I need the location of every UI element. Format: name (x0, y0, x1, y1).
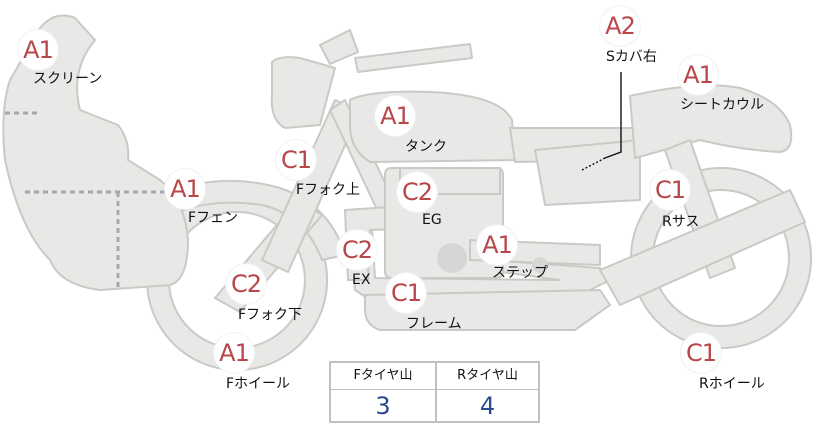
fork-upper-label: Fフォク上 (296, 182, 361, 198)
fork-upper-grade-badge: C1 (276, 140, 316, 180)
headlight-shape (270, 56, 336, 129)
fork-lower-label: Fフォク下 (238, 307, 303, 323)
screen-shape (2, 14, 189, 291)
screen-grade-badge: A1 (18, 30, 58, 70)
engine-label: EG (422, 212, 442, 228)
step-grade-badge: A1 (477, 225, 517, 265)
step-label: ステップ (492, 265, 548, 281)
front-tread-header: Fタイヤ山 (353, 368, 413, 383)
seat-cowl-grade-badge: A1 (678, 55, 718, 95)
exhaust-grade-badge: C2 (337, 230, 377, 270)
fork-lower-grade-badge: C2 (226, 264, 266, 304)
side-cover-label: Sカバ右 (606, 49, 657, 65)
handlebar-shape (319, 29, 359, 65)
rear-susp-label: Rサス (662, 214, 700, 230)
front-wheel-label: Fホイール (226, 376, 291, 392)
front-wheel-grade-badge: A1 (214, 333, 254, 373)
exhaust-label: EX (352, 272, 371, 288)
rear-susp-grade-badge: C1 (650, 170, 690, 210)
fender-grade-badge: A1 (165, 169, 205, 209)
engine-grade-badge: C2 (397, 172, 437, 212)
rear-wheel-label: Rホイール (699, 376, 765, 392)
engine-cover-shape (437, 243, 467, 273)
seat-cowl-label: シートカウル (680, 97, 764, 113)
tank-label: タンク (405, 139, 447, 155)
tank-grade-badge: A1 (375, 96, 415, 136)
sidecover-leader-dash (581, 157, 606, 171)
rear-wheel-grade-badge: C1 (681, 333, 721, 373)
rear-tread-value: 4 (479, 392, 496, 420)
rear-tread-header: Rタイヤ山 (457, 368, 518, 383)
swingarm-shape (599, 189, 806, 306)
tire-tread-table: Fタイヤ山 Rタイヤ山 3 4 (329, 361, 540, 423)
handle-grip-shape (354, 43, 473, 73)
front-tread-value: 3 (375, 392, 391, 420)
screen-label: スクリーン (33, 71, 103, 87)
side-cover-shape (534, 139, 641, 206)
sidecover-leader-line (604, 72, 622, 159)
frame-grade-badge: C1 (386, 273, 426, 313)
fender-label: Fフェン (188, 210, 239, 226)
table-divider-vertical (435, 363, 437, 421)
frame-bottom-shape (364, 289, 611, 331)
side-cover-grade-badge: A2 (600, 6, 640, 46)
table-divider-horizontal (331, 389, 538, 390)
frame-label: フレーム (406, 316, 462, 332)
